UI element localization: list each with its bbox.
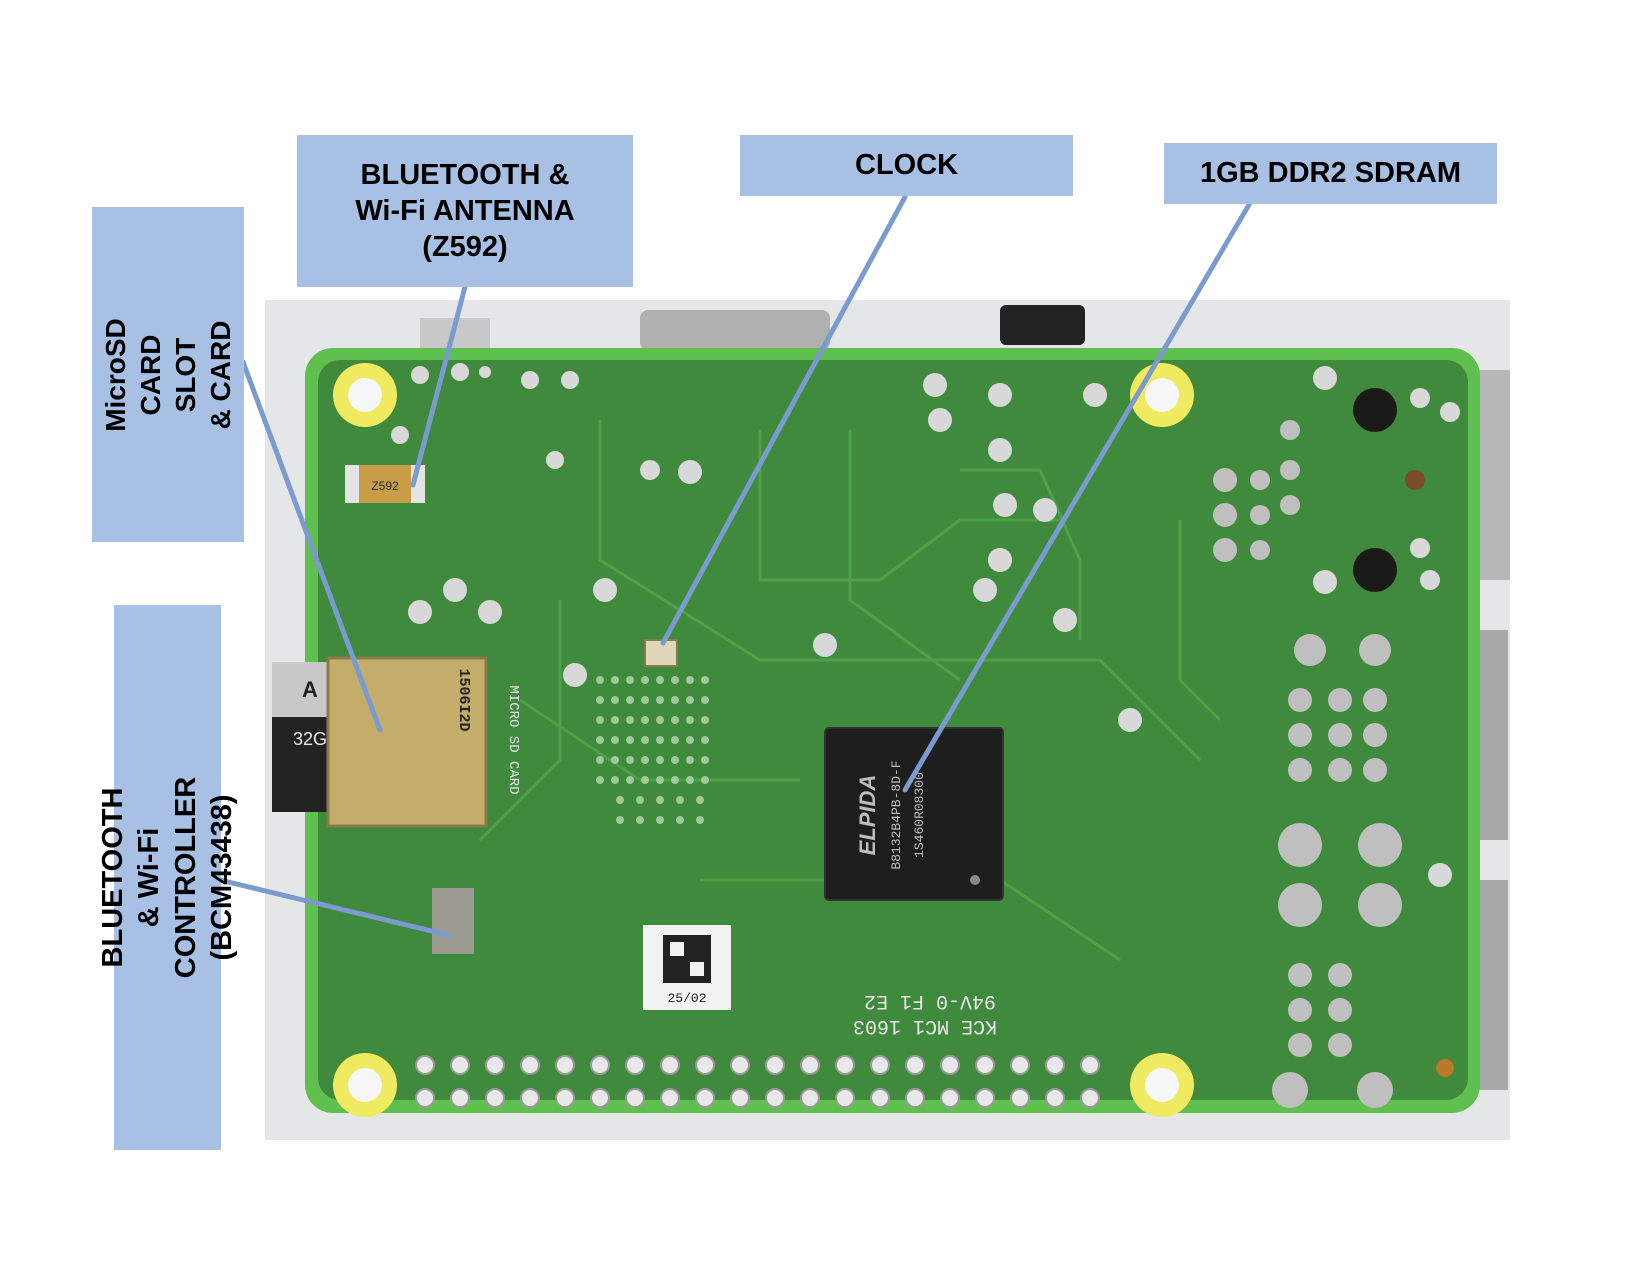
microsd-silkscreen: MICRO SD CARD: [505, 685, 521, 794]
microsd-label: MicroSD CARD SLOT & CARD: [92, 207, 244, 542]
clock-label: CLOCK: [740, 135, 1073, 196]
sdram-chip: [824, 727, 1004, 901]
mount-post-upper: [1353, 388, 1397, 432]
sdram-label: 1GB DDR2 SDRAM: [1164, 143, 1497, 204]
antenna-label: BLUETOOTH & Wi-Fi ANTENNA (Z592): [297, 135, 633, 287]
fab-code: 94V-0 F1 E2: [864, 989, 996, 1012]
bt-controller-chip: [432, 888, 474, 954]
copper-pad-2: [1436, 1059, 1454, 1077]
right-pad-cluster: [1213, 420, 1402, 1108]
sdram-code: 1S460R08300: [912, 772, 927, 858]
bt-controller-label: BLUETOOTH & Wi-Fi CONTROLLER (BCM43438): [97, 605, 238, 1150]
sdram-brand: ELPIDA: [855, 775, 880, 856]
sdram-pin1-marker: [970, 875, 980, 885]
mount-post-lower: [1353, 548, 1397, 592]
leader-lines: [217, 194, 1253, 938]
leader-antenna: [410, 284, 468, 488]
qr-code-module: [670, 942, 684, 956]
clock-label-text: CLOCK: [854, 149, 959, 182]
gpio-header: [415, 1055, 1100, 1108]
antenna-label-text: BLUETOOTH & Wi-Fi ANTENNA (Z592): [355, 158, 575, 264]
sdram-label-text: 1GB DDR2 SDRAM: [1199, 157, 1462, 190]
card-brand-text: A: [302, 677, 318, 702]
leader-sdram: [902, 200, 1253, 793]
sdram-part: B8132B4PB-8D-F: [889, 760, 904, 869]
via-field: [596, 676, 709, 824]
microsd-slot-code: 1506I2D: [455, 668, 472, 731]
qr-date: 25/02: [667, 991, 706, 1006]
leader-bt-controller: [217, 877, 451, 938]
leader-microsd: [240, 359, 383, 733]
card-capacity-text: 32G: [293, 729, 327, 749]
test-pads: [391, 363, 1460, 887]
hdmi-connector: [640, 310, 830, 350]
leader-clock: [660, 194, 908, 646]
mfr-code: KCE MC1 1603: [853, 1014, 997, 1037]
copper-pad: [1405, 470, 1425, 490]
bt-controller-label-text: BLUETOOTH & Wi-Fi CONTROLLER (BCM43438): [97, 776, 238, 979]
microsd-slot: [326, 656, 488, 828]
qr-code-module: [690, 962, 704, 976]
antenna-chip-text: Z592: [371, 479, 399, 493]
audio-jack: [1000, 305, 1085, 345]
microsd-label-text: MicroSD CARD SLOT & CARD: [100, 317, 236, 432]
sdram-markings: ELPIDA B8132B4PB-8D-F 1S460R08300: [855, 760, 927, 869]
antenna-chip-cap: [345, 465, 359, 503]
